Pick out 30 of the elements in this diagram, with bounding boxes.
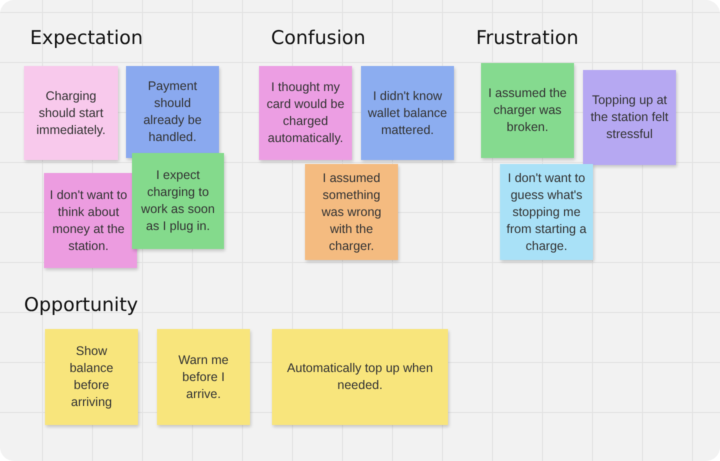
- sticky-note: [157, 329, 250, 425]
- column-heading: Opportunity: [24, 294, 138, 316]
- note-text: I assumed something was wrong with the charger.: [320, 170, 382, 254]
- sticky-note: [272, 329, 448, 425]
- note-text: I don't want to think about money at the station.: [48, 186, 128, 254]
- note-text: Payment should already be handled.: [142, 78, 203, 146]
- column-heading: Expectation: [30, 27, 143, 49]
- note-text: I expect charging to work as soon as I plug in.: [140, 167, 216, 235]
- note-text: Charging should start immediately.: [35, 88, 107, 138]
- sticky-note: [44, 173, 137, 268]
- sticky-note: [24, 66, 118, 160]
- note-text: Automatically top up when needed.: [286, 360, 434, 394]
- column-heading: Confusion: [271, 27, 366, 49]
- note-text: Warn me before I arrive.: [177, 352, 230, 402]
- sticky-note: [361, 66, 454, 160]
- note-text: Topping up at the station felt stressful: [590, 92, 670, 143]
- sticky-note: [500, 164, 593, 260]
- sticky-note: [305, 164, 398, 260]
- sticky-note: [259, 66, 352, 160]
- note-text: Show balance before arriving: [68, 343, 114, 411]
- sticky-note: [45, 329, 138, 425]
- note-text: I didn't know wallet balance mattered.: [367, 88, 448, 138]
- note-text: I thought my card would be charged automatically.: [266, 79, 346, 147]
- column-heading: Frustration: [476, 27, 579, 49]
- note-text: I don't want to guess what's stopping me from starting a charge.: [506, 170, 587, 254]
- note-text: I assumed the charger was broken.: [487, 85, 568, 136]
- sticky-note: [126, 66, 219, 158]
- sticky-note: [132, 153, 224, 249]
- sticky-note: [481, 63, 574, 158]
- sticky-note: [583, 70, 676, 165]
